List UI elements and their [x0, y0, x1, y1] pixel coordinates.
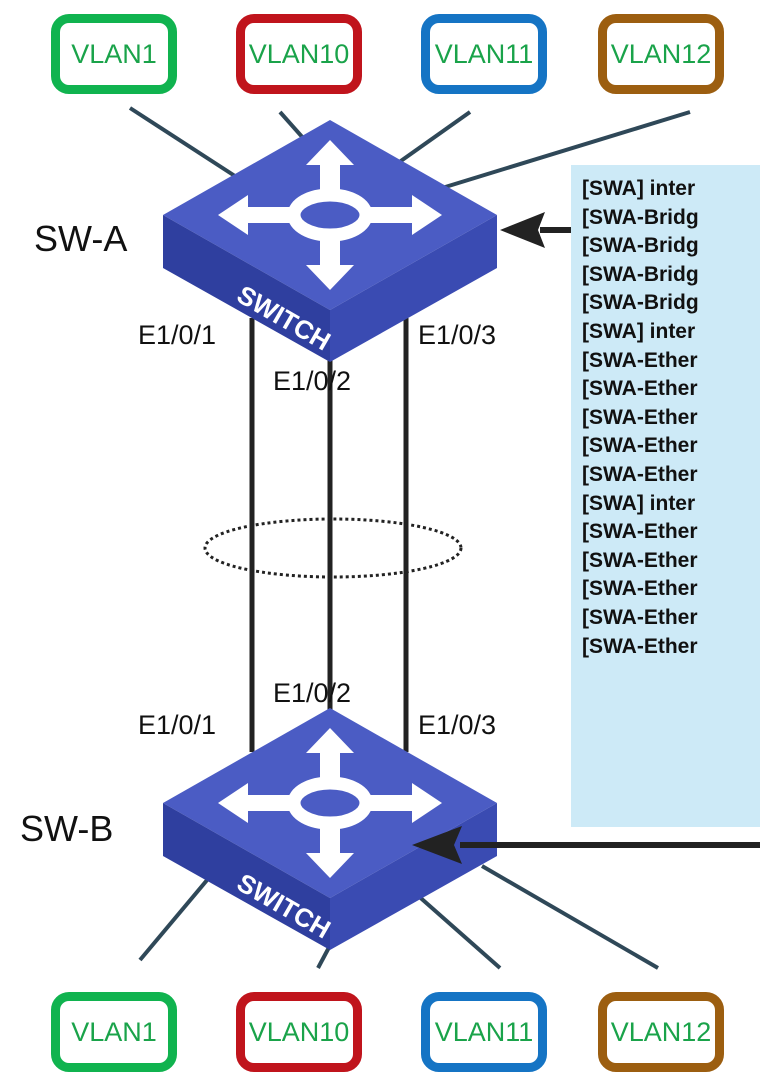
config-line: [SWA] inter [582, 177, 696, 200]
vlan-label: VLAN11 [434, 1016, 534, 1047]
config-panel: [SWA] inter [SWA-Bridg [SWA-Bridg [SWA-B… [571, 165, 760, 827]
switch-a-icon: SWITCH [163, 120, 497, 362]
config-line: [SWA-Ether [582, 548, 698, 572]
vlan-box-bottom-12: VLAN12 [598, 992, 724, 1072]
vlan-box-top-1: VLAN1 [51, 14, 177, 94]
vlan-label: VLAN12 [610, 38, 712, 69]
config-line: [SWA] inter [582, 319, 696, 343]
config-line: [SWA-Bridg [582, 291, 699, 315]
vlan-label: VLAN10 [248, 1016, 350, 1047]
vlan-label: VLAN1 [71, 1016, 157, 1047]
switch-b-port-2: E1/0/2 [273, 678, 352, 708]
config-line: [SWA-Ether [582, 577, 698, 601]
switch-b-port-1: E1/0/1 [138, 710, 217, 740]
link-vlan12-bottom [480, 864, 660, 970]
config-line: [SWA-Ether [582, 377, 698, 401]
config-line: [SWA-Ether [582, 348, 698, 372]
switch-a-port-1: E1/0/1 [138, 320, 217, 350]
vlan-label: VLAN10 [248, 38, 350, 69]
config-line: [SWA-Ether [582, 634, 698, 658]
switch-b-port-3: E1/0/3 [418, 710, 497, 740]
link-vlan1-bottom [138, 865, 220, 962]
config-line: [SWA-Bridg [582, 234, 699, 258]
vlan-label: VLAN11 [434, 38, 534, 69]
config-line: [SWA-Ether [582, 405, 698, 429]
vlan-label: VLAN1 [71, 38, 157, 69]
vlan-box-bottom-10: VLAN10 [236, 992, 362, 1072]
vlan-box-top-10: VLAN10 [236, 14, 362, 94]
aggregation-ellipse [203, 517, 463, 579]
vlan-label: VLAN12 [610, 1016, 712, 1047]
config-line: [SWA-Ether [582, 520, 698, 544]
vlan-box-top-11: VLAN11 [421, 14, 547, 94]
config-line: [SWA-Bridg [582, 262, 699, 286]
link-vlan1-top [128, 106, 240, 180]
switch-a-name: SW-A [34, 218, 128, 259]
vlan-box-bottom-1: VLAN1 [51, 992, 177, 1072]
config-line: [SWA-Ether [582, 605, 698, 629]
link-vlan11-top [396, 110, 472, 165]
config-line: [SWA-Ether [582, 434, 698, 458]
arrow-to-switch-a [500, 212, 578, 248]
switch-a-port-2: E1/0/2 [273, 366, 352, 396]
arrow-to-switch-b [412, 826, 760, 864]
switch-b-icon: SWITCH [163, 708, 497, 950]
switch-a-port-3: E1/0/3 [418, 320, 497, 350]
vlan-box-top-12: VLAN12 [598, 14, 724, 94]
config-line: [SWA-Ether [582, 462, 698, 486]
switch-b-name: SW-B [20, 808, 114, 849]
config-line: [SWA] inter [582, 491, 696, 515]
config-line: [SWA-Bridg [582, 205, 699, 229]
link-vlan12-top [441, 110, 691, 190]
vlan-box-bottom-11: VLAN11 [421, 992, 547, 1072]
